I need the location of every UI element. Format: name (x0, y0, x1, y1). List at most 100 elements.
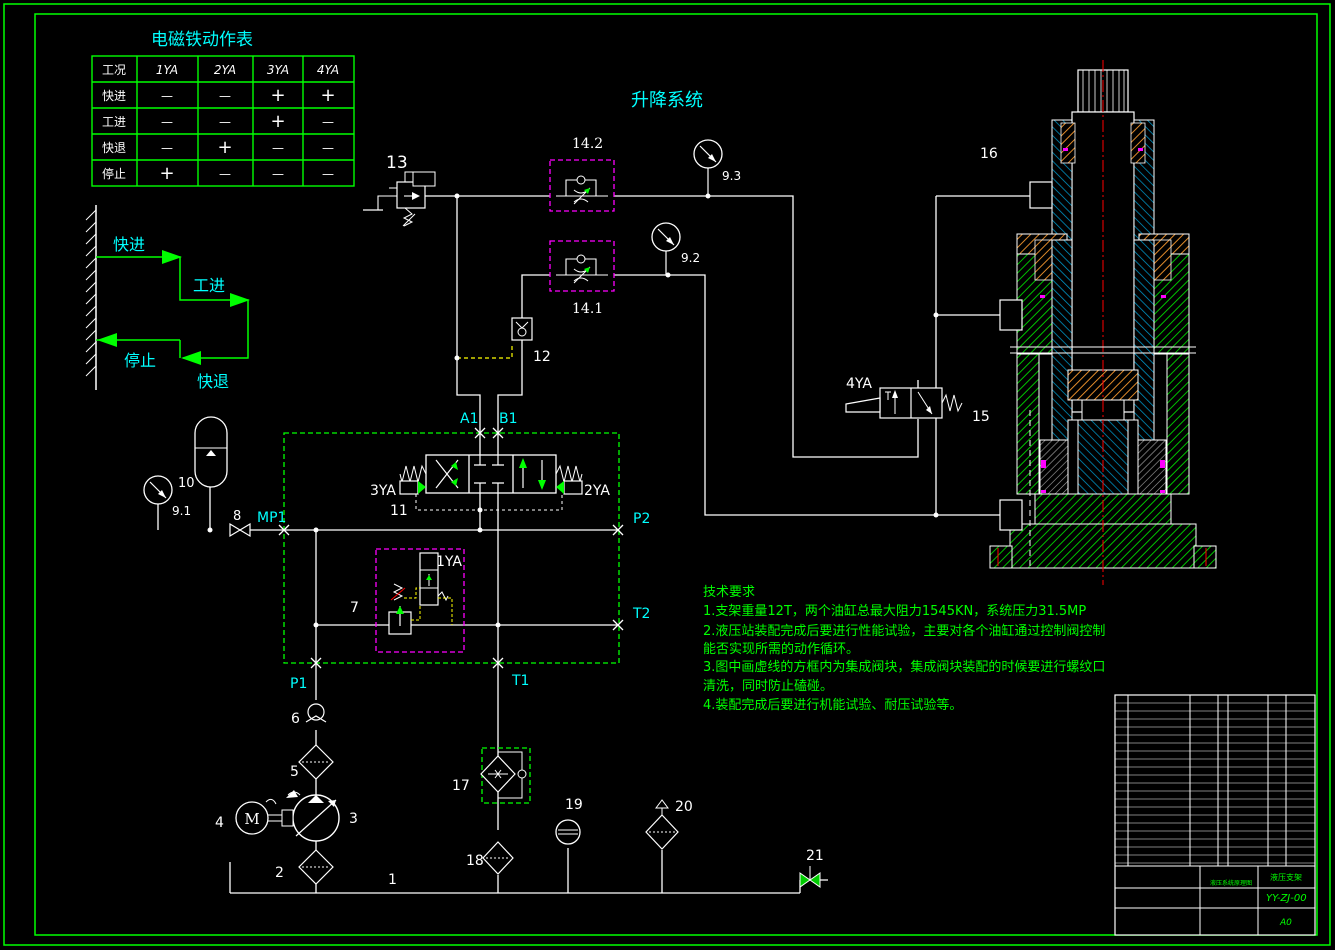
solenoid-3ya-label: 3YA (370, 483, 396, 499)
port-t2-label: T2 (632, 606, 650, 622)
tech-req-line: 2.液压站装配完成后要进行性能试验，主要对各个油缸通过控制阀控制 (703, 623, 1105, 639)
port-b1-label: B1 (499, 411, 518, 427)
label-5: 5 (290, 764, 299, 780)
pressure-gauge-9-3 (693, 139, 723, 196)
table-cell: 快退 (102, 141, 126, 155)
table-title: 电磁铁动作表 (151, 30, 253, 50)
check-valve-6 (305, 703, 327, 723)
label-14-2: 14.2 (572, 136, 603, 152)
directional-valve-11 (399, 454, 583, 511)
inner-frame (34, 13, 1318, 936)
tech-req-line: 4.装配完成后要进行机能试验、耐压试验等。 (703, 697, 962, 713)
table-header-2ya: 2YA (214, 63, 236, 77)
motor-symbol: M (244, 810, 259, 828)
port-a1-label: A1 (460, 411, 478, 427)
motion-cycle-diagram: 快进 工进 停止 快退 (85, 205, 250, 391)
label-7: 7 (350, 600, 359, 616)
label-16: 16 (980, 146, 998, 162)
relief-valve-7 (375, 548, 465, 653)
label-10: 10 (178, 476, 195, 491)
solenoid-2ya-label: 2YA (584, 483, 610, 499)
cycle-work-feed-label: 工进 (193, 276, 225, 295)
pilot-line (457, 345, 513, 359)
solenoid-1ya-label: 1YA (436, 554, 462, 570)
table-cell: — (219, 167, 231, 181)
table-cell: — (219, 89, 231, 103)
port-mp1-label: MP1 (257, 510, 286, 526)
table-cell: — (219, 115, 231, 129)
label-17: 17 (452, 778, 470, 794)
table-cell: + (270, 85, 285, 106)
tech-req-title: 技术要求 (703, 585, 755, 600)
solenoid-4ya-label: 4YA (846, 376, 872, 392)
table-cell: + (270, 111, 285, 132)
label-11: 11 (390, 503, 408, 519)
table-header-1ya: 1YA (156, 63, 178, 77)
ball-valve-8 (229, 522, 251, 538)
solenoid-valve-15 (845, 387, 963, 419)
port-p1-label: P1 (290, 676, 307, 692)
pressure-gauge-9-2 (651, 222, 681, 275)
title-block: 液压支架 液压系统原理图 YY-ZJ-00 A0 (1114, 694, 1316, 936)
table-cell: 停止 (102, 166, 126, 181)
cooler-17 (480, 747, 531, 804)
port-markers (278, 427, 624, 669)
label-4: 4 (215, 815, 224, 831)
label-21: 21 (806, 848, 824, 864)
table-cell: — (322, 141, 334, 155)
drain-valve-21 (799, 866, 821, 888)
label-9-2: 9.2 (681, 251, 700, 265)
title-block-name: 液压支架 (1270, 872, 1302, 882)
tech-req-line: 能否实现所需的动作循环。 (703, 641, 859, 657)
cycle-fast-return-label: 快退 (197, 372, 229, 391)
label-20: 20 (675, 799, 693, 815)
label-18: 18 (466, 853, 484, 869)
filter-5 (298, 744, 334, 780)
title-block-drawing-no: YY-ZJ-00 (1266, 893, 1307, 904)
label-1: 1 (388, 872, 397, 888)
return-filter-18 (482, 841, 514, 875)
relief-valve-13 (363, 171, 436, 227)
cycle-fast-forward-label: 快进 (113, 235, 145, 254)
cycle-stop-label: 停止 (124, 351, 156, 370)
label-9-1: 9.1 (172, 504, 191, 518)
tech-req-line: 1.支架重量12T，两个油缸总最大阻力1545KN，系统压力31.5MP (703, 603, 1086, 619)
motor-4: M (235, 798, 282, 835)
pilot-check-valve-12 (511, 317, 533, 341)
label-2: 2 (275, 865, 284, 881)
table-cell: + (217, 137, 232, 158)
table-cell: 快进 (102, 89, 126, 103)
label-14-1: 14.1 (572, 301, 603, 317)
technical-requirements: 技术要求 1.支架重量12T，两个油缸总最大阻力1545KN，系统压力31.5M… (703, 585, 1105, 713)
label-6: 6 (291, 711, 300, 727)
outer-frame (3, 3, 1331, 946)
table-header-3ya: 3YA (267, 63, 289, 77)
table-cell: + (159, 163, 174, 184)
table-cell: — (161, 115, 173, 129)
throttle-check-valve-14-2 (549, 159, 615, 212)
label-8: 8 (233, 509, 241, 524)
solenoid-action-table: 电磁铁动作表 工况 1YA 2YA 3YA 4YA 快进 — — + + 工进 … (91, 30, 355, 187)
table-cell: — (272, 167, 284, 181)
pump-3 (281, 790, 340, 842)
pressure-gauge-9-1 (143, 475, 173, 505)
system-title: 升降系统 (631, 90, 703, 111)
table-cell: + (320, 85, 335, 106)
level-gauge-19 (555, 819, 581, 845)
port-p2-label: P2 (633, 511, 650, 527)
air-filter-20 (645, 799, 679, 850)
label-13: 13 (386, 153, 408, 173)
label-9-3: 9.3 (722, 169, 741, 183)
table-cell: — (161, 141, 173, 155)
tech-req-line: 3.图中画虚线的方框内为集成阀块，集成阀块装配的时候要进行螺纹口 (703, 659, 1105, 675)
port-t1-label: T1 (511, 673, 529, 689)
lifting-cylinder-section (989, 60, 1217, 585)
table-cell: — (161, 89, 173, 103)
title-block-sheet: A0 (1279, 918, 1292, 928)
table-cell: — (272, 141, 284, 155)
label-3: 3 (349, 811, 358, 827)
table-cell: 工进 (102, 115, 126, 129)
table-cell: — (322, 167, 334, 181)
tech-req-line: 清洗，同时防止磕碰。 (703, 678, 833, 694)
